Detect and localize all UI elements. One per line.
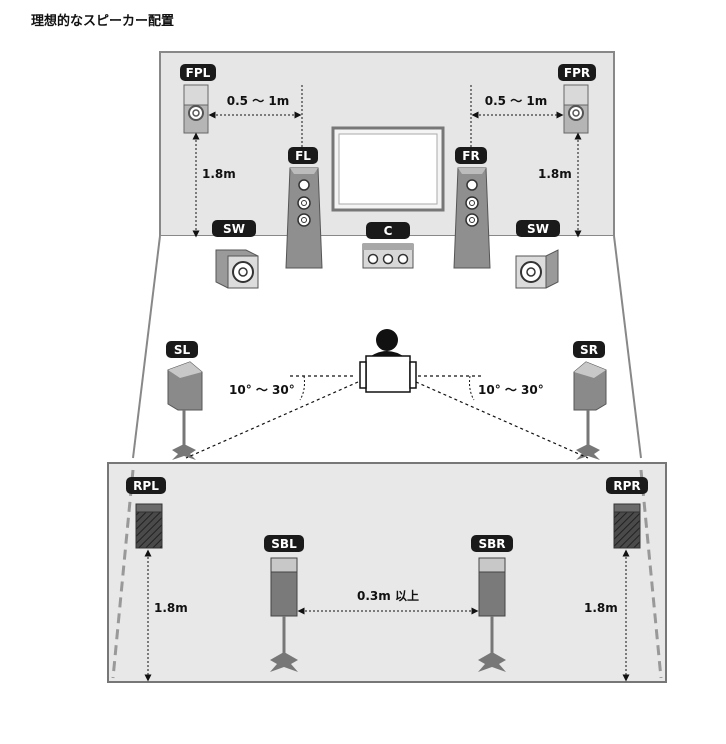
dimension-fpl-fl: 0.5 ～ 1m: [208, 85, 303, 150]
badge-sbr-label: SBR: [478, 537, 505, 551]
angle-sr-label: 10° ～ 30°: [478, 383, 544, 397]
badge-sw-left-label: SW: [223, 222, 245, 236]
badge-sr: SR: [573, 341, 605, 358]
rear-wall: [107, 462, 667, 683]
angle-sl: 10° ～ 30°: [185, 375, 359, 459]
badge-sbr: SBR: [471, 535, 513, 552]
badge-rpr-label: RPR: [613, 479, 640, 493]
badge-sr-label: SR: [580, 343, 598, 357]
angle-sl-label: 10° ～ 30°: [229, 383, 295, 397]
badge-fl: FL: [288, 147, 318, 164]
speaker-center: [362, 243, 414, 269]
badge-rpr: RPR: [606, 477, 648, 494]
dimension-fpl-height: 1.8m: [192, 132, 236, 238]
dimension-rpl-height: 1.8m: [144, 549, 188, 682]
dimension-rpl-height-label: 1.8m: [154, 601, 188, 615]
badge-fpl-label: FPL: [186, 66, 211, 80]
badge-fpr-label: FPR: [564, 66, 590, 80]
dimension-rpr-height-label: 1.8m: [584, 601, 618, 615]
dimension-fpr-fr-label: 0.5 ～ 1m: [485, 94, 547, 108]
dimension-fpl-height-label: 1.8m: [202, 167, 236, 181]
dimension-fpr-fr: 0.5 ～ 1m: [470, 85, 564, 150]
badge-sbl: SBL: [264, 535, 304, 552]
dimension-sbl-sbr: 0.3m 以上: [297, 588, 479, 615]
speaker-sbl: [270, 557, 298, 672]
badge-sw-left: SW: [212, 220, 256, 237]
badge-fr: FR: [455, 147, 487, 164]
dimension-fpr-height: 1.8m: [538, 132, 582, 238]
speaker-sl: [167, 361, 203, 460]
badge-sbl-label: SBL: [271, 537, 297, 551]
badge-sl: SL: [166, 341, 198, 358]
dimension-sbl-sbr-label: 0.3m 以上: [357, 588, 419, 603]
listener-seat: [359, 329, 417, 393]
speaker-rpl: [135, 503, 163, 549]
badge-center: C: [366, 222, 410, 239]
subwoofer-left: [215, 249, 259, 289]
dimension-fpl-fl-label: 0.5 ～ 1m: [227, 94, 289, 108]
dimension-rpr-height: 1.8m: [584, 549, 630, 682]
speaker-fpr: [563, 84, 589, 134]
badge-sl-label: SL: [174, 343, 191, 357]
speaker-sbr: [478, 557, 506, 672]
badge-sw-right-label: SW: [527, 222, 549, 236]
speaker-rpr: [613, 503, 641, 549]
page-title: 理想的なスピーカー配置: [31, 14, 175, 29]
badge-rpl: RPL: [126, 477, 166, 494]
dimension-fpr-height-label: 1.8m: [538, 167, 572, 181]
angle-sr: 10° ～ 30°: [415, 375, 589, 459]
badge-center-label: C: [384, 224, 393, 238]
speaker-fl: [285, 167, 323, 269]
badge-fpl: FPL: [180, 64, 216, 81]
tv-screen: [331, 126, 445, 212]
badge-rpl-label: RPL: [133, 479, 159, 493]
badge-sw-right: SW: [516, 220, 560, 237]
badge-fl-label: FL: [295, 149, 311, 163]
badge-fpr: FPR: [558, 64, 596, 81]
speaker-fr: [453, 167, 491, 269]
speaker-fpl: [183, 84, 209, 134]
badge-fr-label: FR: [462, 149, 479, 163]
subwoofer-right: [515, 249, 559, 289]
